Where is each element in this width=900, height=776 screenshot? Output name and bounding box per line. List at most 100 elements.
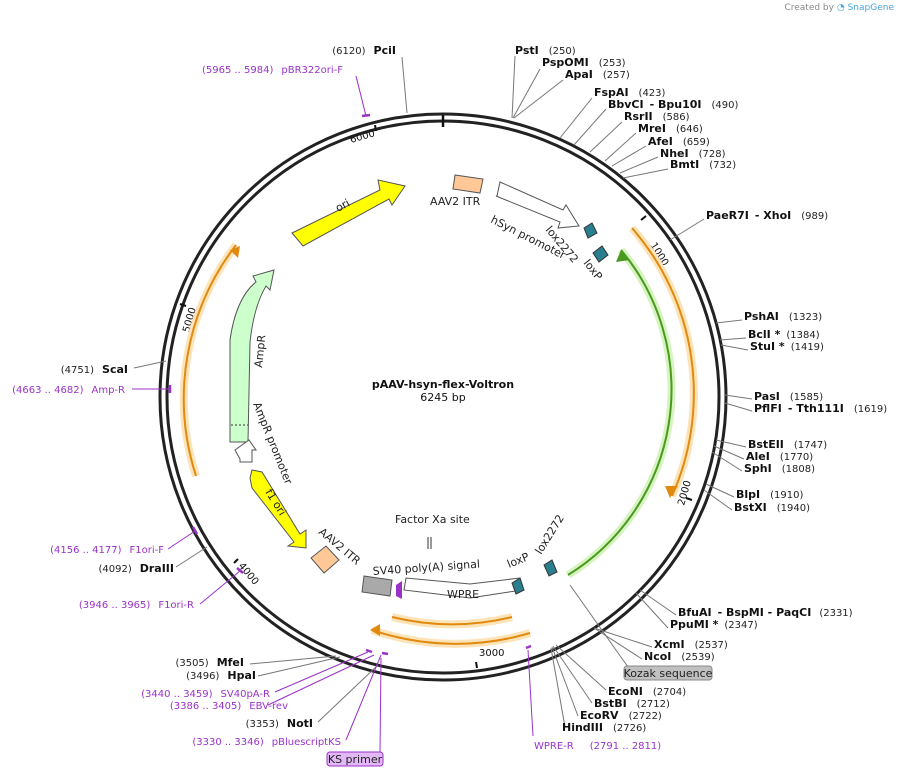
ampr-feature <box>229 269 275 443</box>
enzyme-pasi: PasI(1585) <box>754 390 823 403</box>
primer-markers <box>168 113 532 656</box>
lox2272-top-feature <box>583 222 598 239</box>
tick-mark-1000 <box>640 215 647 221</box>
enzyme-bmti: BmtI(732) <box>670 158 736 171</box>
enzyme-pshai: PshAI(1323) <box>744 310 822 323</box>
leader-ncoi <box>593 627 643 660</box>
leader-mfei <box>249 655 337 665</box>
leader-alei <box>713 445 745 460</box>
enzyme-bfuai: BfuAI- BspMI - PaqCI(2331) <box>678 606 853 619</box>
leader-blpi <box>705 483 735 498</box>
leader-draiii <box>175 546 208 568</box>
leader-hindiii <box>550 647 566 728</box>
tick-mark-2000 <box>685 497 693 501</box>
primer-leader-wprer <box>527 649 534 737</box>
snapgene-logo-icon: ◔ <box>836 3 845 13</box>
leader-bbvci <box>573 108 607 146</box>
leader-ecorv <box>551 646 579 717</box>
leader-paer7i <box>669 218 705 241</box>
credit-brand: SnapGene <box>847 3 894 13</box>
enzyme-pcii: (6120)PciI <box>332 44 396 57</box>
primer-leader-pbluescriptks <box>345 654 382 741</box>
primer-f1ori-f: (4156 .. 4177)F1ori-F <box>50 545 164 556</box>
boxed-labels: Kozak sequence KS primer <box>326 665 713 767</box>
leader-pasi <box>724 394 753 400</box>
itr-bottom-feature <box>310 545 340 574</box>
primer-mark-sv40par <box>365 648 373 654</box>
factor-xa-label: Factor Xa site <box>395 513 470 526</box>
orf-bottom-outer-arc <box>391 616 513 626</box>
enzyme-stui: StuI *(1419) <box>750 340 824 353</box>
itr-top-label: AAV2 ITR <box>430 195 481 208</box>
lox2272-bottom-feature <box>543 559 558 577</box>
enzyme-fspai: FspAI(423) <box>594 86 666 99</box>
leader-stui <box>720 344 749 351</box>
leader-scai <box>133 360 167 369</box>
leader-bstxi <box>703 489 733 511</box>
enzyme-noti: (3353)NotI <box>246 717 313 730</box>
ks-primer-label: KS primer <box>328 753 383 766</box>
primer-wpre-r: WPRE-R(2791 .. 2811) <box>534 741 661 752</box>
enzyme-pflfi: PflFI- Tth111I(1619) <box>754 402 887 415</box>
loxp-bottom-feature <box>511 577 525 595</box>
primer-leader-f1orir <box>199 570 241 605</box>
leader-pshai <box>715 319 743 324</box>
orf-bottom-inner-arc <box>371 629 531 645</box>
primer-mark-pbr322 <box>361 113 371 118</box>
leader-hpai <box>257 656 341 677</box>
insert-arc-glow <box>565 247 676 579</box>
enzyme-bbvci: BbvCI- Bpu10I(490) <box>608 98 738 111</box>
leader-pspomi <box>512 68 541 119</box>
primer-mark-wprer <box>525 644 532 650</box>
enzyme-bcli: BclI *(1384) <box>748 328 820 341</box>
enzyme-labels-left: (6120)PciI (4751)ScaI (4092)DraIII (3505… <box>61 44 396 730</box>
enzyme-apai: ApaI(257) <box>565 68 630 81</box>
enzyme-paer7i: PaeR7I- XhoI(989) <box>706 209 828 222</box>
primer-leaders <box>132 75 534 753</box>
enzyme-draiii: (4092)DraIII <box>98 562 174 575</box>
enzyme-econi: EcoNI(2704) <box>608 685 686 698</box>
primer-labels: (5965 .. 5984)pBR322ori-F (4663 .. 4682)… <box>12 65 661 752</box>
enzyme-labels-right: PstI(250) PspOMI(253) ApaI(257) FspAI(42… <box>515 44 887 734</box>
orf-right-head <box>665 486 678 498</box>
primer-leader-pbr322 <box>355 75 367 117</box>
leader-kozak <box>569 584 629 668</box>
enzyme-ppumi: PpuMI *(2347) <box>670 618 758 631</box>
loxp-top-feature <box>592 245 609 263</box>
plasmid-size: 6245 bp <box>420 391 465 404</box>
enzyme-xcmi: XcmI(2537) <box>654 638 728 651</box>
leader-ppumi <box>635 592 669 629</box>
features: ori AmpR AmpR promoter f1 ori AAV2 ITR A… <box>179 174 698 648</box>
leader-afei <box>611 145 647 167</box>
leader-apai <box>513 79 564 119</box>
orf-left-arc <box>182 244 237 477</box>
kozak-box <box>623 665 713 681</box>
leader-bsteii <box>715 439 747 448</box>
enzyme-mfei: (3505)MfeI <box>175 656 244 669</box>
backbone-outer-ring <box>158 112 728 682</box>
ori-label: ori <box>333 196 352 214</box>
primer-mark-f1orir <box>236 567 244 574</box>
enzyme-bstxi: BstXI(1940) <box>734 501 810 514</box>
enzyme-hindiii: HindIII(2726) <box>562 721 646 734</box>
enzyme-pspomi: PspOMI(253) <box>542 56 626 69</box>
leader-bfuai <box>639 589 677 616</box>
kozak-label: Kozak sequence <box>624 667 713 680</box>
leader-sphi <box>711 451 743 472</box>
credit-prefix: Created by <box>784 3 834 13</box>
leader-bstbi <box>552 645 593 704</box>
leader-xcmi <box>593 627 653 648</box>
orf-bottom-head <box>370 624 380 636</box>
primer-f1ori-r: (3946 .. 3965)F1ori-R <box>79 600 194 611</box>
ori-feature <box>291 179 406 247</box>
leader-bcli <box>719 337 747 341</box>
enzyme-alei: AleI(1770) <box>746 450 813 463</box>
tick-mark-6000 <box>374 124 377 132</box>
loxp-bottom-label: loxP <box>505 550 531 571</box>
primer-amp-r: (4663 .. 4682)Amp-R <box>12 385 125 396</box>
ampr-label: AmpR <box>252 334 268 368</box>
enzyme-bstbi: BstBI(2712) <box>594 697 670 710</box>
lox2272-bottom-label: lox2272 <box>533 512 567 556</box>
primer-mark-ebvrev <box>381 651 389 656</box>
enzyme-ecorv: EcoRV(2722) <box>580 709 662 722</box>
